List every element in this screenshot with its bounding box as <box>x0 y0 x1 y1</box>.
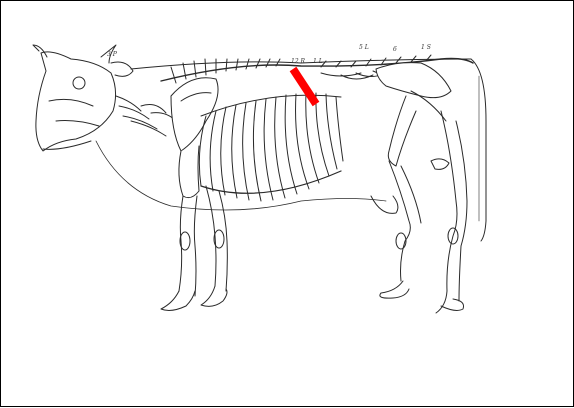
label-6: 6 <box>393 46 397 53</box>
label-1s: 1 S <box>421 44 431 51</box>
cervical-vertebrae <box>116 96 176 136</box>
label-1l: 1 L <box>313 58 323 65</box>
label-3p: 3 P <box>107 51 118 58</box>
fore-leg-skeleton <box>161 146 227 310</box>
skull <box>33 45 133 151</box>
udder <box>371 196 398 213</box>
hind-leg-skeleton <box>380 96 467 313</box>
label-5l: 5 L <box>359 44 369 51</box>
body-outline-ventral <box>96 141 386 210</box>
highlighted-vertebra-marker <box>293 69 316 104</box>
rib-cage <box>199 93 343 201</box>
label-12r: 12 R <box>291 58 306 65</box>
tail <box>471 59 486 241</box>
